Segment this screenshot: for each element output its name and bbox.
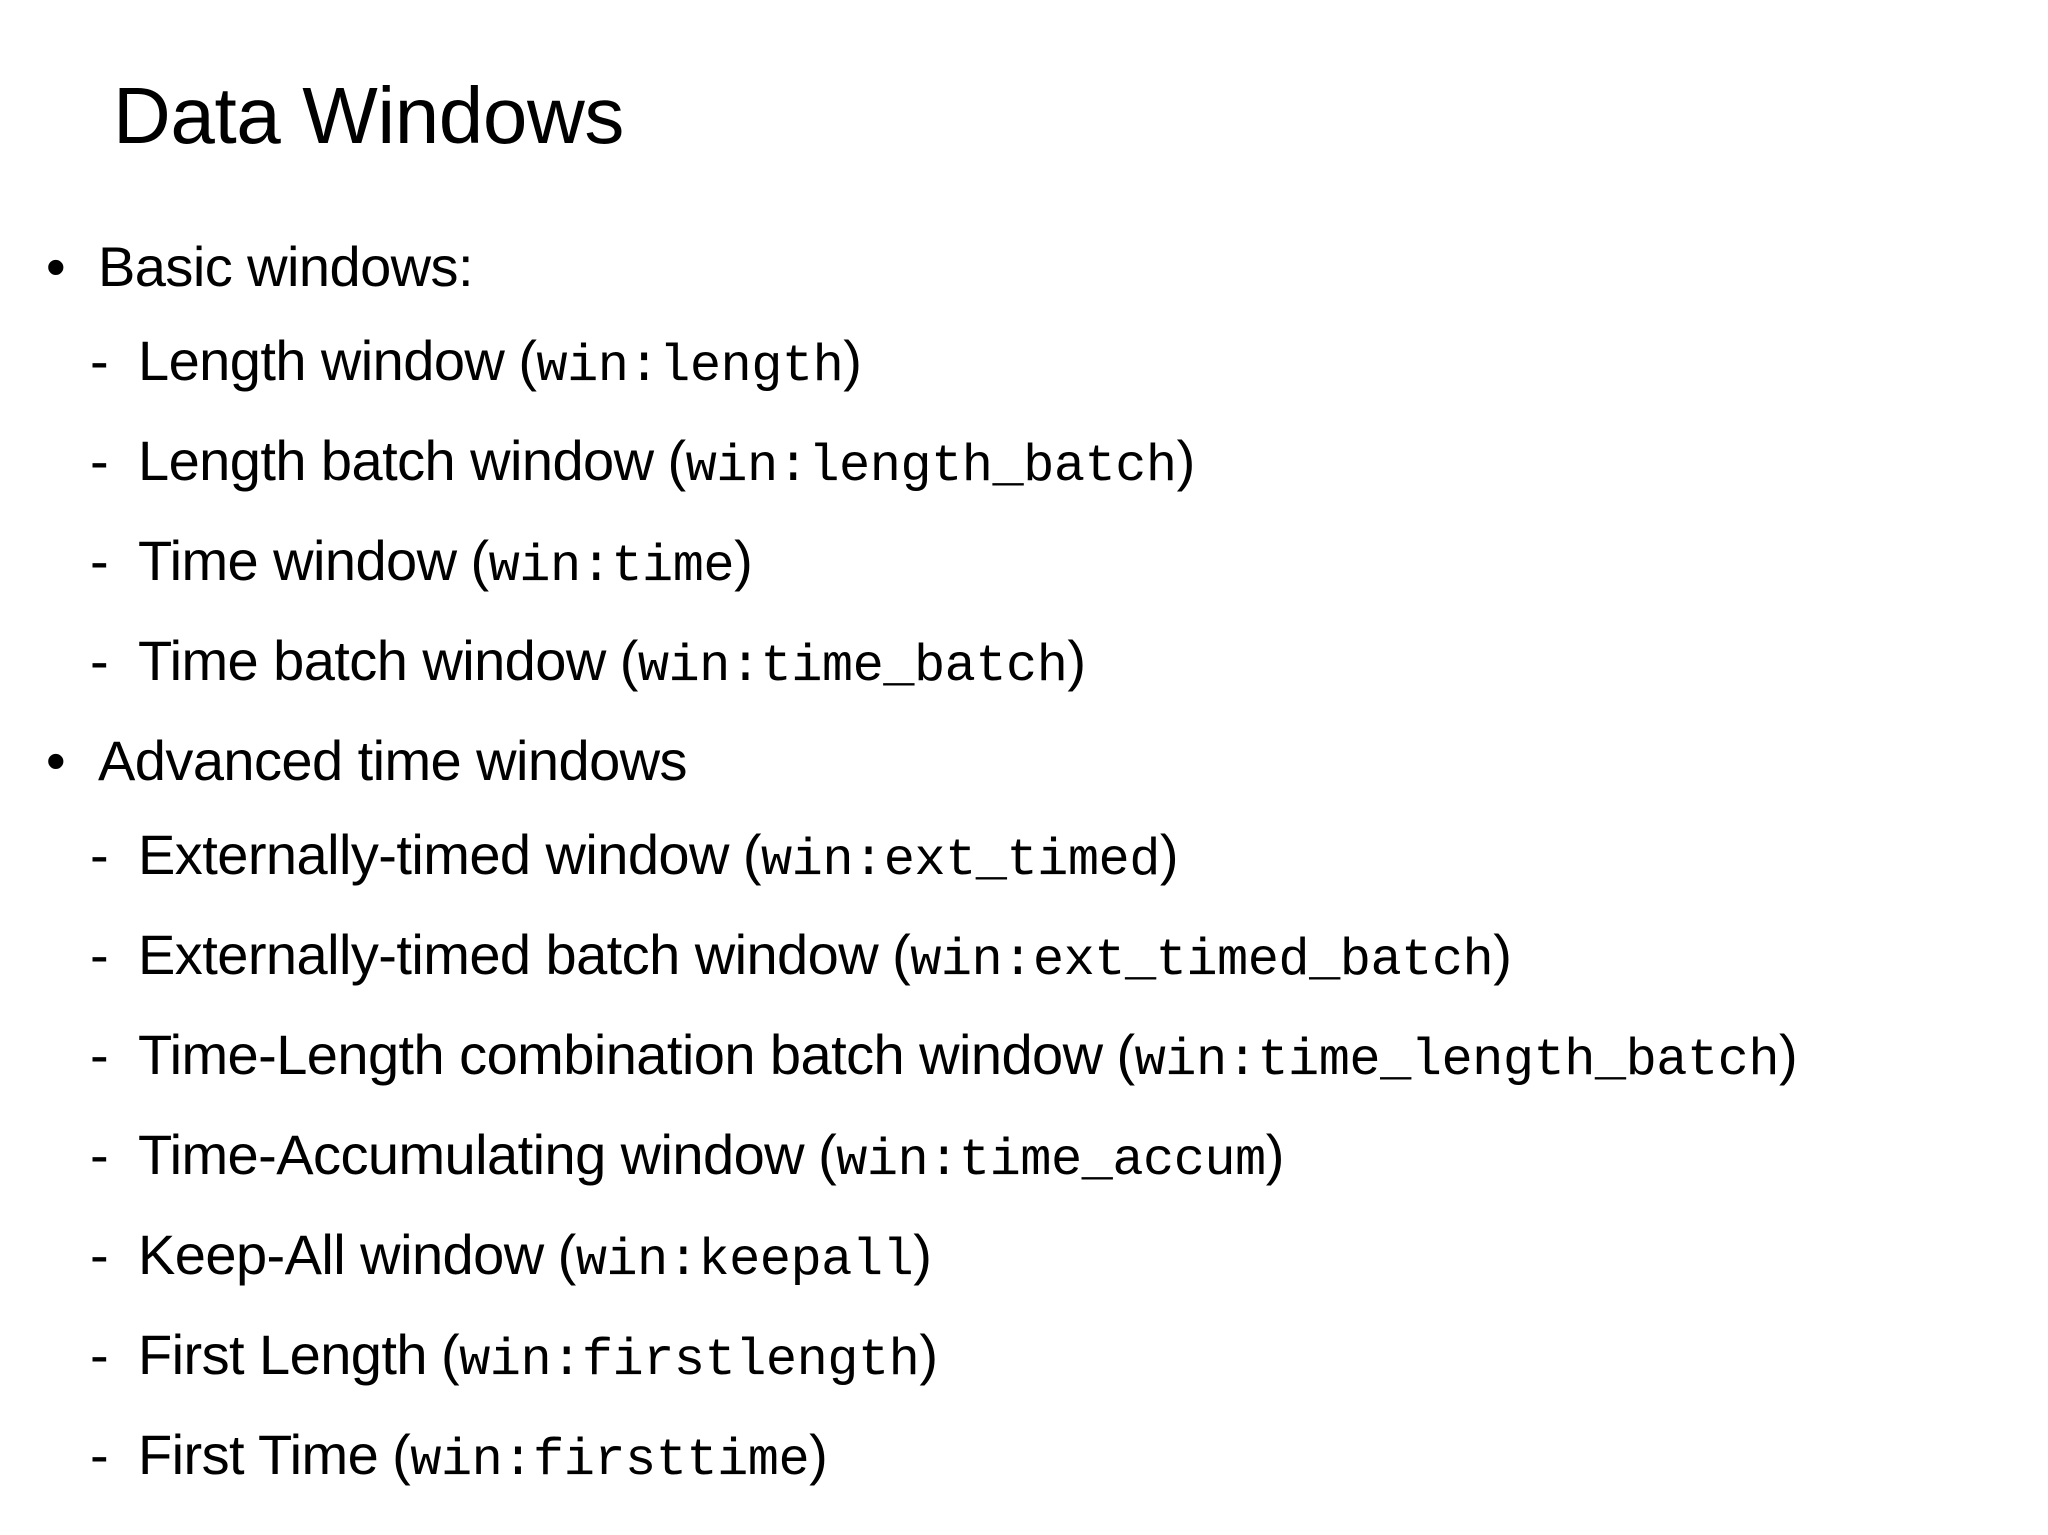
dash-icon: -	[90, 1423, 109, 1486]
list-item: -Time-Length combination batch window(wi…	[0, 1008, 2048, 1108]
open-paren-text: (	[619, 629, 639, 692]
window-name: Keep-All window	[138, 1223, 544, 1286]
list-item: -Externally-timed window(win:ext_timed)	[0, 808, 2048, 908]
window-name: Length window	[138, 329, 505, 392]
window-code: win:ext_timed	[761, 831, 1160, 890]
window-code: win:time	[488, 537, 735, 596]
dash-icon: -	[90, 1323, 109, 1386]
bullet-icon: •	[46, 235, 66, 298]
close-paren-text: )	[1159, 823, 1179, 886]
list-item: -First Time(win:firsttime)	[0, 1408, 2048, 1508]
open-paren-text: (	[1116, 1023, 1136, 1086]
list-item-label: Advanced time windows	[98, 729, 688, 792]
list-item: • Basic windows:	[0, 220, 2048, 314]
window-code: win:firstlength	[459, 1331, 920, 1390]
close-paren-text: )	[1779, 1023, 1798, 1086]
list-item: -Time-Accumulating window(win:time_accum…	[0, 1108, 2048, 1208]
list-item: -Time batch window(win:time_batch)	[0, 614, 2048, 714]
dash-icon: -	[90, 529, 109, 592]
close-paren-text: )	[1067, 629, 1086, 692]
open-paren-text: (	[518, 329, 537, 392]
window-code: win:time_length_batch	[1134, 1031, 1780, 1090]
window-code: win:ext_timed_batch	[910, 931, 1494, 990]
open-paren-text: (	[470, 529, 490, 592]
open-paren-text: (	[392, 1423, 411, 1486]
window-name: First Time	[138, 1423, 379, 1486]
open-paren-text: (	[742, 823, 762, 886]
close-paren-text: )	[843, 329, 862, 392]
page-title: Data Windows	[113, 71, 624, 160]
dash-icon: -	[90, 329, 109, 392]
window-code: win:keepall	[575, 1231, 914, 1290]
close-paren-text: )	[1176, 429, 1196, 492]
open-paren-text: (	[667, 429, 687, 492]
close-paren-text: )	[1493, 923, 1512, 986]
dash-icon: -	[90, 1223, 109, 1286]
open-paren-text: (	[440, 1323, 460, 1386]
window-name: Externally-timed window	[138, 823, 729, 886]
list-item: -First Length(win:firstlength)	[0, 1308, 2048, 1408]
window-name: Time batch window	[138, 629, 606, 692]
list-item-label: Basic windows:	[98, 235, 474, 298]
window-code: win:length_batch	[685, 437, 1177, 496]
window-name: Time-Length combination batch window	[138, 1023, 1103, 1086]
window-code: win:length	[536, 337, 844, 396]
dash-icon: -	[90, 823, 109, 886]
close-paren-text: )	[913, 1223, 932, 1286]
bullet-list: •Basic windows: -Length window(win:lengt…	[0, 220, 2048, 1508]
close-paren-text: )	[1265, 1123, 1285, 1186]
list-item: -Externally-timed batch window(win:ext_t…	[0, 908, 2048, 1008]
dash-icon: -	[90, 629, 109, 692]
window-code: win:time_batch	[637, 637, 1068, 696]
open-paren-text: (	[892, 923, 911, 986]
list-item: -Length window(win:length)	[0, 314, 2048, 414]
dash-icon: -	[90, 1123, 109, 1186]
close-paren-text: )	[809, 1423, 828, 1486]
list-item: -Keep-All window(win:keepall)	[0, 1208, 2048, 1308]
window-name: First Length	[138, 1323, 428, 1386]
window-name: Time-Accumulating window	[138, 1123, 805, 1186]
window-name: Length batch window	[138, 429, 654, 492]
window-name: Time window	[138, 529, 457, 592]
list-item: • Advanced time windows	[0, 714, 2048, 808]
list-item: -Time window(win:time)	[0, 514, 2048, 614]
open-paren-text: (	[818, 1123, 837, 1186]
open-paren-text: (	[557, 1223, 577, 1286]
list-item: -Length batch window(win:length_batch)	[0, 414, 2048, 514]
window-name: Externally-timed batch window	[138, 923, 879, 986]
close-paren-text: )	[734, 529, 753, 592]
close-paren-text: )	[919, 1323, 938, 1386]
window-code: win:time_accum	[836, 1131, 1266, 1190]
bullet-icon: •	[46, 729, 66, 792]
dash-icon: -	[90, 923, 109, 986]
dash-icon: -	[90, 429, 109, 492]
window-code: win:firsttime	[410, 1431, 810, 1490]
dash-icon: -	[90, 1023, 109, 1086]
